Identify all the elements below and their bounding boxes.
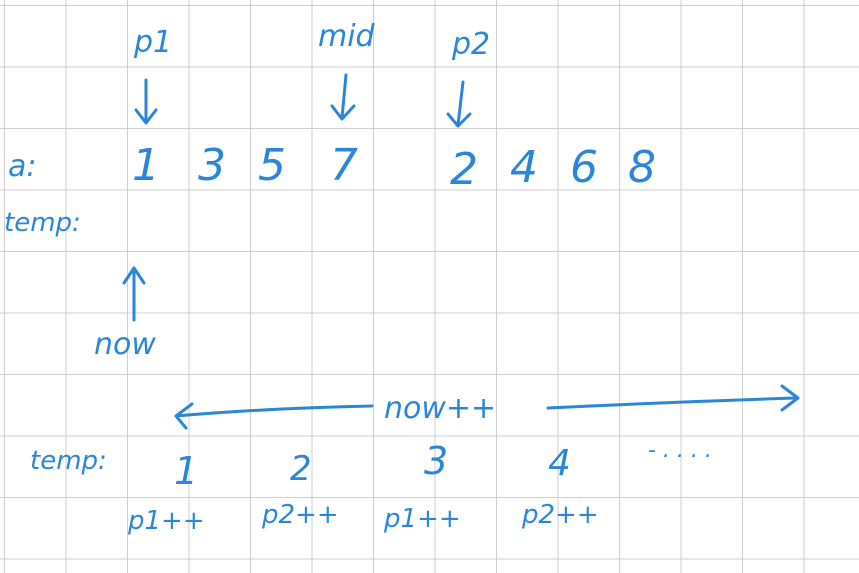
range-label: now++ xyxy=(384,391,497,426)
range-left-arrow-icon xyxy=(174,402,374,430)
array-a-value: 1 xyxy=(132,140,160,191)
mid-down-arrow-icon xyxy=(330,73,356,121)
range-right-arrow-icon xyxy=(546,384,800,412)
pointer-label-mid: mid xyxy=(318,19,375,54)
array-a-value: 3 xyxy=(198,140,226,191)
array-a-value: 7 xyxy=(330,140,358,191)
p1-down-arrow-icon xyxy=(134,78,158,125)
pointer-label-p1: p1 xyxy=(134,25,173,60)
row-a-label: a: xyxy=(8,149,37,184)
op-label: p2++ xyxy=(522,500,599,530)
pointer-label-p2: p2 xyxy=(452,27,491,62)
op-label: p1++ xyxy=(128,506,205,536)
temp-value: 3 xyxy=(424,439,449,483)
array-a-value: 8 xyxy=(628,142,656,193)
now-up-arrow-icon xyxy=(122,266,146,322)
p2-down-arrow-icon xyxy=(446,80,472,128)
temp-value: 1 xyxy=(174,449,199,493)
array-a-value: 4 xyxy=(510,142,538,193)
temp-ellipsis: - . . . . xyxy=(648,438,712,463)
array-a-value: 2 xyxy=(450,144,478,195)
array-a-value: 6 xyxy=(570,142,598,193)
temp-value: 2 xyxy=(290,449,312,489)
temp-value: 4 xyxy=(548,443,571,484)
op-label: p1++ xyxy=(384,504,461,534)
row-temp-bottom-label: temp: xyxy=(30,446,107,476)
array-a-value: 5 xyxy=(258,140,286,191)
now-label: now xyxy=(94,327,156,362)
row-temp-label: temp: xyxy=(4,208,81,238)
op-label: p2++ xyxy=(262,500,339,530)
